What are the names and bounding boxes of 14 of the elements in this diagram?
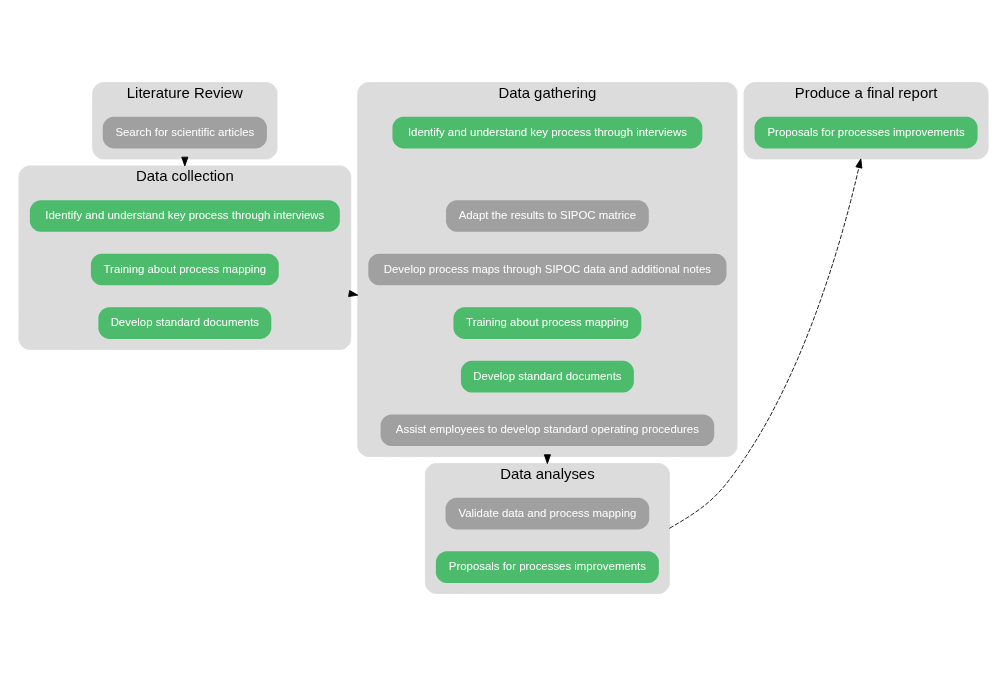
node-box: Develop standard documents	[460, 360, 634, 392]
node-box: Assist employees to develop standard operating procedures	[380, 413, 715, 446]
node-box: Develop standard documents	[98, 306, 272, 339]
node-box: Validate data and process mapping	[445, 497, 650, 529]
node-box: Search for scientific articles	[102, 116, 267, 148]
node-box: Training about process mapping	[453, 306, 642, 339]
node-box: Training about process mapping	[90, 253, 279, 285]
node-box: Identify and understand key process through interviews	[392, 116, 703, 148]
arrow	[668, 157, 863, 529]
node-box: Develop process maps through SIPOC data and additional notes	[368, 253, 727, 285]
node-box: Proposals for processes improvements	[754, 116, 978, 148]
node-box: Proposals for processes improvements	[435, 550, 659, 583]
node-box: Adapt the results to SIPOC matrice	[446, 199, 649, 232]
node-box: Identify and understand key process through interviews	[29, 199, 340, 232]
